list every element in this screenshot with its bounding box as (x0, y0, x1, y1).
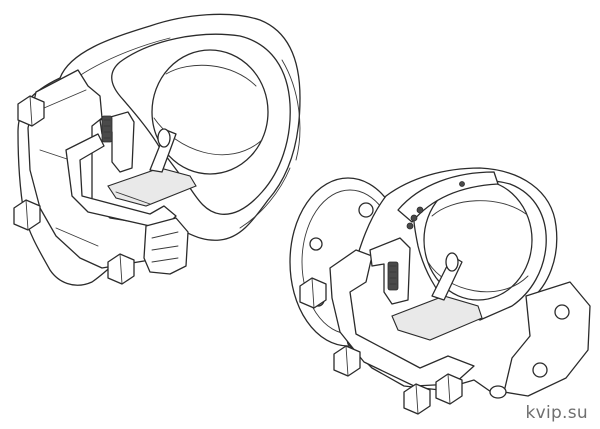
left-ball-float (151, 49, 269, 175)
left-bolt-middle (13, 199, 41, 231)
right-outlet-hole-bottom (532, 362, 548, 378)
watermark-text: kvip.su (525, 403, 588, 423)
left-spring-coil (101, 115, 113, 143)
left-bolt-top (17, 95, 45, 127)
left-bolt-bottom (107, 253, 135, 285)
right-outlet-hole-top (554, 304, 570, 320)
left-seat-block (65, 133, 177, 229)
right-bolt-front (435, 373, 463, 405)
right-flange-hole-left (309, 237, 323, 251)
right-bolt-top (299, 277, 327, 309)
right-valve-drawing (289, 167, 591, 415)
left-pivot-pin (157, 128, 171, 148)
right-seat-block (329, 249, 475, 387)
left-outlet-nozzle (143, 217, 189, 275)
right-pivot-pin (445, 252, 459, 272)
right-spring-coil (387, 261, 399, 291)
right-flange-hole-top (358, 202, 374, 218)
left-valve-drawing (13, 13, 301, 286)
right-band-marks (406, 181, 465, 230)
right-outlet-hole-front (489, 385, 507, 399)
right-bolt-bottom (403, 383, 431, 415)
right-bolt-middle (333, 345, 361, 377)
